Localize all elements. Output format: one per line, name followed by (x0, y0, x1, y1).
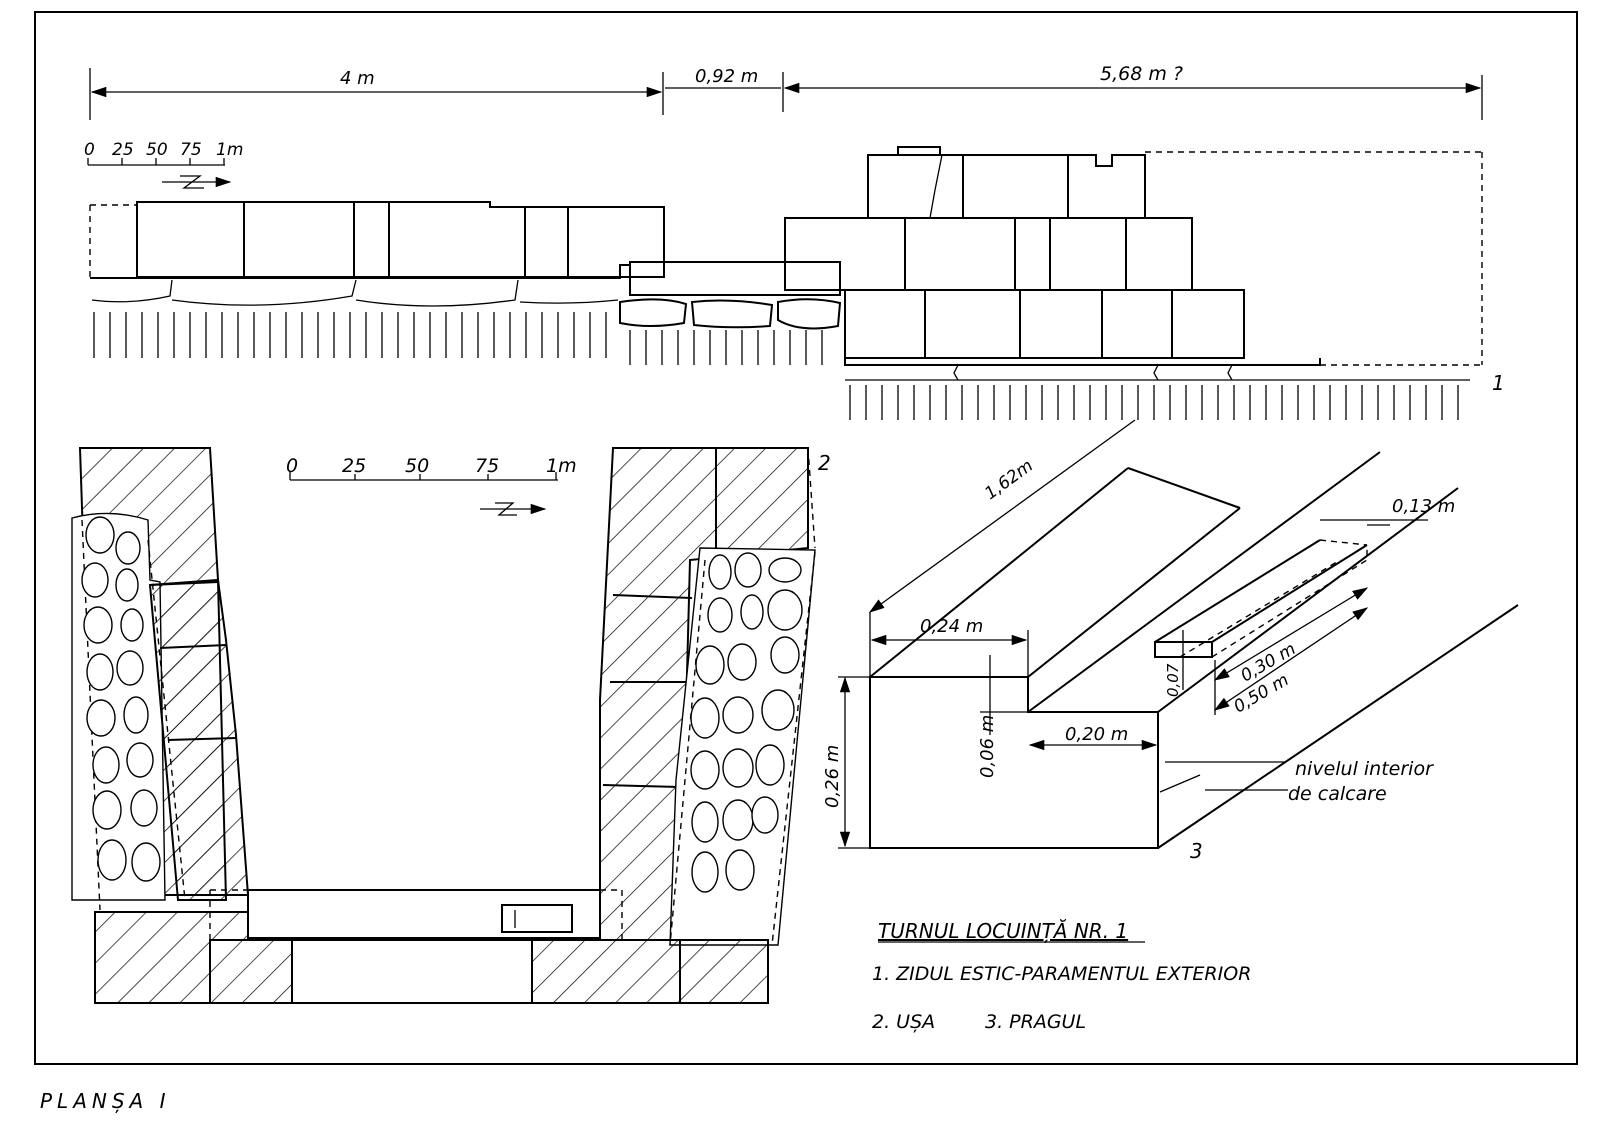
legend-title: TURNUL LOCUINȚĂ NR. 1 (878, 919, 1128, 943)
elevation-dim-right: 5,68 m ? (1100, 63, 1183, 85)
elevation-scale-1m: 1m (216, 140, 243, 160)
elevation-dim-left: 4 m (340, 68, 375, 89)
plan-figure-label: 2 (818, 451, 831, 475)
plate-frame (34, 11, 1578, 1065)
plan-scale-0: 0 (286, 455, 298, 477)
elevation-drawing: 4 m 0,92 m 5,68 m ? 0 25 50 75 1m (84, 63, 1505, 420)
elevation-scale-50: 50 (146, 140, 168, 160)
ground-hatching (93, 312, 1459, 420)
legend-item-1: 1. ZIDUL ESTIC-PARAMENTUL EXTERIOR (872, 963, 1251, 985)
threshold-step-width: 0,20 m (1065, 724, 1128, 745)
socket-width: 0,13 m (1392, 496, 1455, 517)
legend: TURNUL LOCUINȚĂ NR. 1 1. ZIDUL ESTIC-PAR… (872, 919, 1251, 1033)
plan-scale-bar: 0 25 50 75 1m (286, 455, 577, 481)
elevation-figure-label: 1 (1492, 371, 1505, 395)
threshold-figure-label: 3 (1190, 839, 1203, 863)
threshold-top-width: 0,24 m (920, 616, 983, 637)
plan-scale-1m: 1m (546, 455, 577, 477)
elevation-scale-0: 0 (84, 140, 95, 160)
door-plan-drawing: 0 25 50 75 1m 2 (71, 447, 831, 1004)
elevation-scale-25: 25 (112, 140, 134, 160)
threshold-height: 0,26 m (822, 745, 843, 808)
legend-item-2: 2. UȘA (872, 1011, 935, 1033)
plan-scale-25: 25 (342, 455, 366, 477)
socket-depth: 0,07 (1164, 663, 1182, 697)
legend-item-3: 3. PRAGUL (985, 1011, 1086, 1033)
interior-level-note-1: nivelul interior (1295, 758, 1434, 780)
elevation-dim-mid: 0,92 m (695, 66, 758, 87)
interior-level-note-2: de calcare (1288, 783, 1387, 805)
north-arrow-icon (480, 502, 547, 516)
elevation-scale-bar: 0 25 50 75 1m (84, 140, 243, 166)
threshold-step-depth: 0,06 m (977, 715, 998, 778)
north-arrow-icon (162, 175, 232, 189)
elevation-scale-75: 75 (180, 140, 202, 160)
plan-scale-75: 75 (475, 455, 499, 477)
threshold-drawing: 1,62m 0,24 m 0,06 m 0,20 m 0,26 m 0,13 m… (822, 419, 1519, 863)
plan-scale-50: 50 (405, 455, 429, 477)
plate-caption: PLANȘA I (40, 1089, 170, 1113)
